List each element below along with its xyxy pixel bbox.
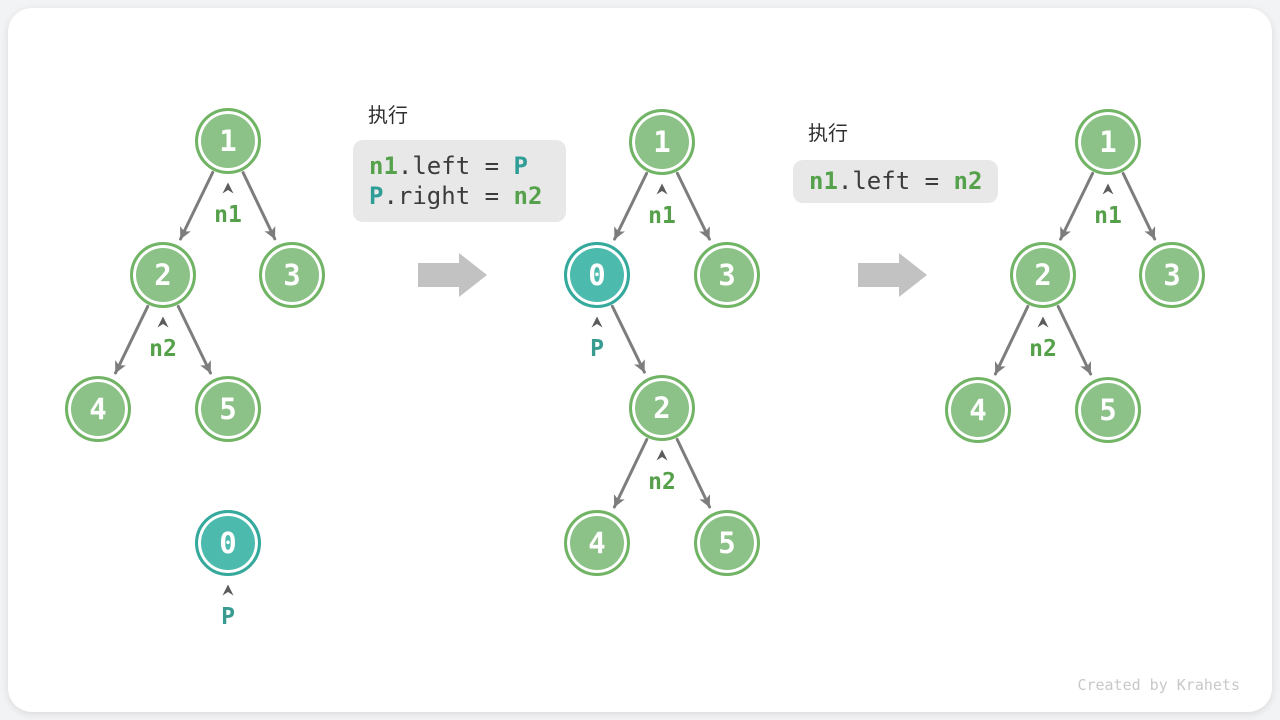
tree-node: 0 [195, 510, 261, 576]
code-line: P.right = n2 [369, 181, 566, 211]
pointer-label: n1 [648, 203, 676, 229]
tree-node: 3 [694, 242, 760, 308]
pointer-label: P [590, 336, 604, 362]
caret-up-icon [222, 584, 234, 596]
caret-up-icon [157, 316, 169, 328]
tree-edge [675, 171, 711, 241]
code-token: n1 [809, 167, 838, 195]
pointer-label: n1 [1094, 203, 1122, 229]
tree-edge [1121, 172, 1157, 241]
code-token: n2 [953, 167, 983, 195]
code-token: n1 [369, 152, 398, 180]
tree-node: 3 [259, 242, 325, 308]
caret-up-icon [656, 183, 668, 195]
pointer-label: n1 [214, 202, 242, 228]
tree-node: 2 [629, 375, 695, 441]
code-block: n1.left = n2 [793, 160, 998, 203]
caret-up-icon [591, 316, 603, 328]
caret-up-icon [222, 182, 234, 194]
transition-arrow-icon [418, 253, 487, 297]
tree-edge [1059, 171, 1095, 241]
pointer-label: n2 [1029, 336, 1057, 362]
code-token: .left = [837, 167, 954, 195]
caret-up-icon [1102, 183, 1114, 195]
tree-edge [612, 438, 649, 509]
code-token: P [369, 182, 384, 210]
tree-edge [993, 305, 1030, 376]
caret-up-icon [1037, 316, 1049, 328]
code-token: .right = [383, 182, 514, 210]
tree-node: 4 [564, 510, 630, 576]
caret-up-icon [656, 449, 668, 461]
tree-node: 2 [1010, 242, 1076, 308]
pointer-label: P [221, 604, 235, 630]
tree-node: 2 [130, 242, 196, 308]
tree-edge [613, 171, 649, 241]
pointer-label: n2 [149, 336, 177, 362]
code-token: n2 [513, 182, 543, 210]
tree-edge [114, 305, 150, 375]
tree-node: 5 [195, 376, 261, 442]
tree-node: 0 [564, 242, 630, 308]
tree-node: 1 [195, 108, 261, 174]
tree-edge-group [114, 171, 1157, 509]
tree-edge [610, 304, 646, 374]
code-line: n1.left = n2 [809, 166, 998, 196]
tree-node: 1 [1075, 109, 1141, 175]
exec-heading: 执行 [808, 121, 848, 145]
tree-edge [241, 171, 277, 241]
tree-node: 4 [945, 377, 1011, 443]
tree-edge [675, 438, 712, 509]
tree-node: 5 [1075, 377, 1141, 443]
tree-node: 1 [629, 109, 695, 175]
tree-node: 4 [65, 376, 131, 442]
code-line: n1.left = P [369, 151, 566, 181]
tree-edge [176, 305, 212, 375]
tree-node: 3 [1139, 242, 1205, 308]
pointer-label: n2 [648, 469, 676, 495]
code-token: .left = [397, 152, 514, 180]
watermark: Created by Krahets [1077, 676, 1240, 694]
tree-edge [1056, 305, 1093, 376]
transition-arrow-icon [858, 253, 927, 297]
code-token: P [513, 152, 528, 180]
tree-node: 5 [694, 510, 760, 576]
exec-heading: 执行 [368, 103, 408, 127]
tree-edge [179, 171, 215, 241]
